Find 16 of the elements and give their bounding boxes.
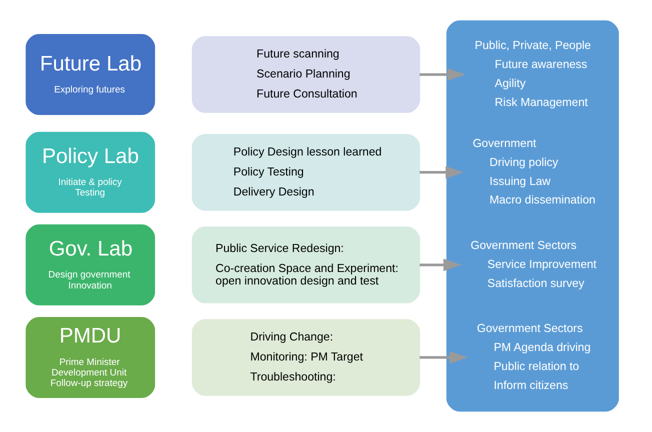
- arrow: [419, 68, 465, 81]
- node-text: Government Sectors Service Improvement Satisfaction survey: [470, 240, 596, 290]
- arrow: [419, 351, 468, 364]
- arrow: [419, 258, 461, 272]
- arrow: [419, 166, 464, 179]
- node-text: Government Sectors PM Agenda driving Public relation to Inform citizens: [476, 323, 590, 392]
- node-box: Public Service Redesign: Co-creation Space and Experiment: open innovation design and test: [191, 226, 420, 304]
- node-box: Policy Design lesson learned Policy Testing Delivery Design: [191, 134, 420, 211]
- node-text: Public, Private, People Future awareness Agility Risk Management: [474, 40, 590, 109]
- node-box: Future Lab Exploring futures: [25, 34, 155, 116]
- node-box: Driving Change: Monitoring: PM Target Troubleshooting:: [191, 319, 420, 396]
- node-box: PMDU Prime Minister Development Unit Follow-up strategy: [25, 316, 155, 398]
- node-box: Future scanning Scenario Planning Future Consultation: [191, 36, 420, 113]
- node-box: Policy Lab Initiate & policy Testing: [25, 132, 155, 213]
- node-text: Government Driving policy Issuing Law Macro dissemination: [472, 138, 595, 207]
- node-box: Gov. Lab Design government Innovation: [25, 224, 155, 306]
